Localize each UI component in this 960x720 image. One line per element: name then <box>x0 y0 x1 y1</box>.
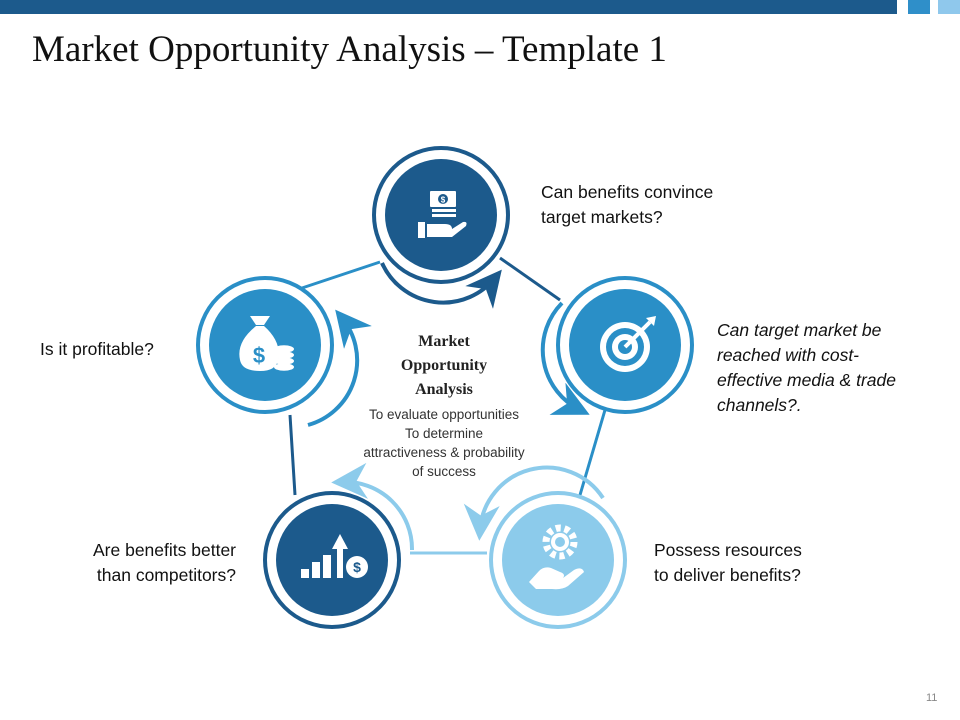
label-benefits-convince: Can benefits convince target markets? <box>541 182 714 227</box>
arc-node-3 <box>463 465 605 541</box>
money-hand-icon: $ <box>418 191 467 238</box>
connector-2-3 <box>578 409 607 496</box>
center-title: Market Opportunity Analysis <box>400 333 488 398</box>
top-bar-accent-2 <box>938 0 960 14</box>
money-bag-icon: $ <box>239 316 294 371</box>
node-benefits-better <box>263 491 401 629</box>
svg-text:$: $ <box>353 559 361 575</box>
node-possess-resources <box>489 491 627 629</box>
arc-node-5 <box>307 309 372 427</box>
slide-title: Market Opportunity Analysis – Template 1 <box>32 29 667 70</box>
svg-text:$: $ <box>441 196 446 205</box>
label-possess-resources: Possess resources to deliver benefits? <box>654 540 802 585</box>
page-number: 11 <box>926 692 938 704</box>
arc-node-4 <box>331 462 415 551</box>
label-benefits-better: Are benefits better than competitors? <box>93 540 236 585</box>
target-arrow-icon <box>600 316 656 372</box>
arc-node-2 <box>540 301 590 415</box>
label-profitable: Is it profitable? <box>40 339 154 359</box>
label-target-market: Can target market be reached with cost- … <box>717 320 896 415</box>
connector-4-5 <box>288 414 297 496</box>
growth-chart-dollar-icon: $ <box>301 534 368 578</box>
connector-1-2 <box>499 256 561 302</box>
center-description: To evaluate opportunities To determine a… <box>363 407 525 479</box>
top-bar <box>0 0 897 14</box>
top-bar-accent-1 <box>908 0 930 14</box>
arc-node-1 <box>380 262 502 309</box>
svg-text:$: $ <box>253 343 265 368</box>
gear-hand-icon <box>529 524 584 590</box>
connector-5-1 <box>289 260 381 294</box>
